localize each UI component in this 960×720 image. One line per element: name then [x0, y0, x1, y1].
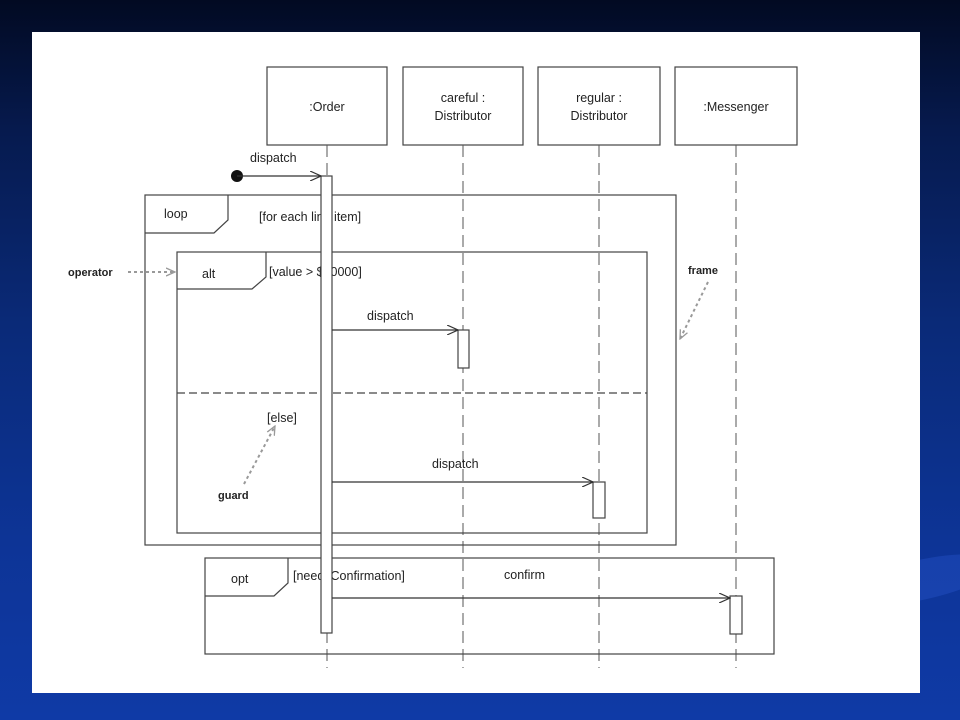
found-message-label: dispatch: [250, 151, 297, 165]
message-dispatch-regular: dispatch: [332, 457, 593, 482]
lifeline-regular-distributor: regular : Distributor: [537, 66, 661, 668]
annotation-frame-arrow: [679, 281, 709, 339]
loop-guard: [for each line item]: [259, 210, 361, 224]
annotation-frame: frame: [679, 265, 718, 339]
message-dispatch-careful-label: dispatch: [367, 309, 414, 323]
alt-guard: [value > $10000]: [269, 265, 362, 279]
regular-activation-bar: [592, 481, 606, 519]
annotation-guard-label: guard: [218, 490, 249, 502]
lifeline-order-label: :Order: [309, 100, 344, 114]
loop-frame: loop [for each line item]: [144, 194, 677, 546]
lifeline-messenger-label: :Messenger: [703, 100, 768, 114]
found-message-dispatch: dispatch: [231, 151, 321, 182]
message-confirm-label: confirm: [504, 568, 545, 582]
sequence-diagram: :Order careful : Distributor regular : D…: [68, 66, 798, 668]
order-activation-bar: [320, 175, 333, 634]
loop-operator-label: loop: [164, 207, 188, 221]
opt-frame: opt [needsConfirmation]: [204, 557, 775, 655]
lifeline-careful-label-2: Distributor: [435, 109, 492, 123]
annotation-operator: operator: [68, 267, 175, 279]
message-dispatch-careful: dispatch: [332, 309, 458, 330]
lifeline-messenger: :Messenger: [674, 66, 798, 668]
else-guard: [else]: [267, 411, 297, 425]
lifeline-careful-label-1: careful :: [441, 91, 485, 105]
alt-operator-label: alt: [202, 267, 216, 281]
message-confirm: confirm: [332, 568, 730, 598]
lifeline-regular-label-2: Distributor: [571, 109, 628, 123]
careful-activation-bar: [457, 329, 470, 369]
annotation-frame-label: frame: [688, 265, 718, 277]
alt-frame: alt [value > $10000] [else]: [176, 251, 648, 534]
annotation-guard-arrow: [243, 426, 276, 485]
annotation-operator-label: operator: [68, 267, 113, 279]
lifeline-regular-label-1: regular :: [576, 91, 622, 105]
messenger-activation-bar: [729, 595, 743, 635]
annotation-guard: guard: [218, 426, 276, 502]
opt-guard: [needsConfirmation]: [293, 569, 405, 583]
message-dispatch-regular-label: dispatch: [432, 457, 479, 471]
opt-operator-label: opt: [231, 572, 249, 586]
lifeline-careful-distributor: careful : Distributor: [402, 66, 524, 668]
diagram-panel: :Order careful : Distributor regular : D…: [32, 32, 920, 693]
